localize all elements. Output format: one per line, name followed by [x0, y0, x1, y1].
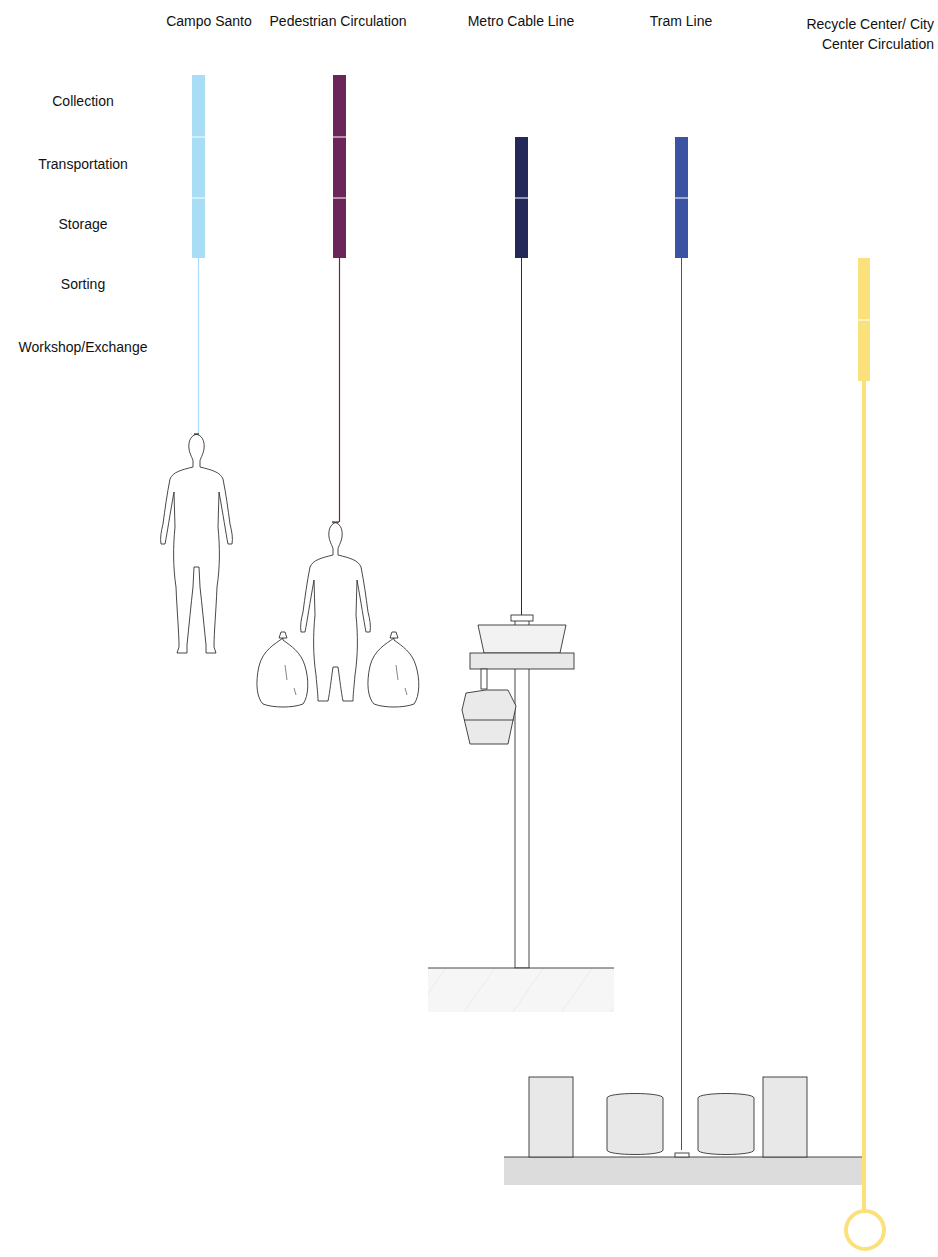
row-label: Transportation — [38, 157, 128, 172]
leader-lines — [199, 258, 885, 1249]
row-label: Storage — [58, 217, 107, 232]
column-header: Pedestrian Circulation — [270, 14, 407, 29]
metro-cable-pylon — [428, 615, 614, 1012]
row-label: Sorting — [61, 277, 105, 292]
row-label: Collection — [52, 94, 113, 109]
human-figure — [161, 434, 233, 653]
tram-section — [504, 1077, 862, 1185]
column-header: Metro Cable Line — [468, 14, 575, 29]
stage-bars — [192, 75, 870, 381]
column-header: Tram Line — [650, 14, 713, 29]
column-header: Recycle Center/ City Center Circulation — [764, 14, 934, 55]
row-label: Workshop/Exchange — [19, 340, 148, 355]
human-with-bags — [257, 522, 419, 707]
column-header: Campo Santo — [166, 14, 252, 29]
